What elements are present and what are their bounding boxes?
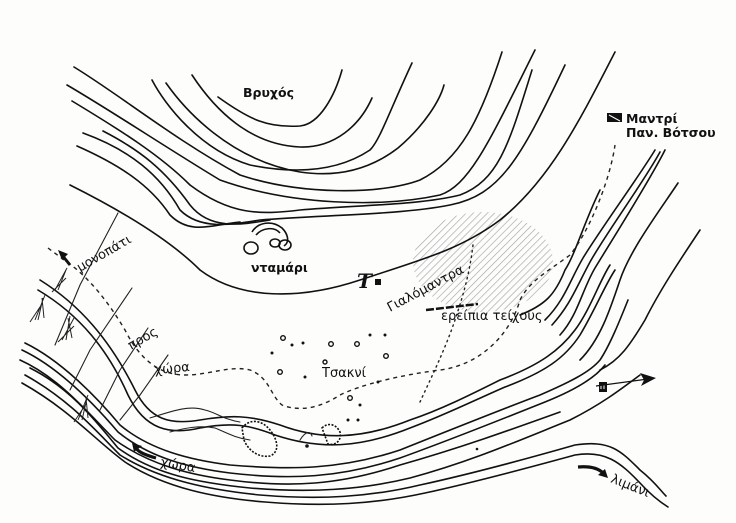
arrow-monopati-icon [58, 250, 72, 266]
arrow-chora-icon [132, 443, 157, 460]
path-to-chora [47, 144, 616, 410]
wall-ruins-line [425, 302, 479, 312]
label-to-chora: χώρα [159, 455, 196, 476]
label-path-pros: προς [126, 325, 161, 354]
label-vrychos: Βρυχός [243, 85, 294, 100]
valley-contours [19, 264, 669, 508]
terrace-lines [149, 407, 241, 423]
vegetation-icon [29, 267, 89, 423]
ravine-contours [519, 149, 701, 371]
label-path-chora: χώρα [154, 360, 190, 378]
hill-contours [66, 49, 616, 295]
label-to-limani: λιμάνι [609, 472, 652, 501]
north-arrow-icon [595, 373, 656, 392]
path-to-gialomantra [419, 244, 474, 403]
gialomantra-hatched-area [413, 212, 553, 312]
label-wall-ruins: ερείπια τείχους [441, 309, 543, 324]
label-mantri: Μαντρί [626, 111, 677, 126]
site-marker-t: T [357, 269, 374, 293]
field-walls [54, 212, 169, 421]
mantri-flag-icon [607, 113, 622, 122]
tsakni-settlement-marks [270, 333, 479, 451]
rocky-outcrop-icon [241, 420, 342, 458]
site-marker-square-icon [375, 279, 381, 285]
quarry-rocks-icon [243, 222, 292, 255]
label-mantri-owner: Παν. Βότσου [626, 125, 716, 140]
arrow-limani-icon [577, 465, 608, 478]
label-tsakni: Τσακνί [321, 366, 367, 381]
label-ntamari: νταμάρι [251, 260, 308, 275]
terrace-lines [169, 426, 251, 441]
